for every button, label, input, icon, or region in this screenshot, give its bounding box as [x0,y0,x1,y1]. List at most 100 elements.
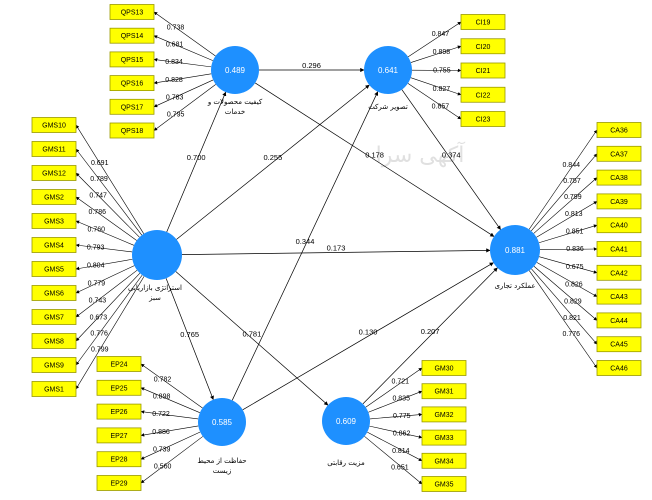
indicator-gm31: GM31 [421,383,467,400]
indicator-box [31,261,77,277]
indicator-label: GMS5 [44,267,64,274]
loading-value: 0.776 [90,331,108,338]
path-coefficient: 0.130 [359,327,378,336]
indicator-box [596,145,642,162]
path-coefficient: 0.374 [442,151,461,160]
loading-value: 0.847 [432,31,450,38]
indicator-gm35: GM35 [421,476,467,492]
indicator-box [421,476,467,492]
loading-line [75,274,143,366]
loading-line [368,390,423,413]
latent-name: مزیت رقابتی [327,459,365,467]
path-ep-ci [231,91,379,401]
indicator-ci23: CI23 [460,111,506,127]
indicator-ca39: CA39 [596,193,642,210]
loading-line [140,363,203,409]
loading-line [536,262,598,297]
loading-line [529,270,598,369]
loading-line [539,256,598,274]
loading-value: 0.821 [563,315,581,322]
loading-value: 0.722 [152,411,170,418]
loading-value: 0.813 [565,211,583,218]
indicator-label: GMS8 [44,339,64,346]
latent-name: تصویر شرکت [368,103,408,111]
loading-value: 0.651 [391,464,409,471]
indicator-gms9: GMS9 [31,357,77,373]
r-squared-value: 0.641 [378,66,399,75]
indicator-box [31,357,77,373]
indicator-ca42: CA42 [596,264,642,281]
loading-value: 0.857 [432,104,450,111]
loading-value: 0.898 [153,394,171,401]
indicator-ca45: CA45 [596,336,642,353]
loading-line [533,177,598,234]
loading-value: 0.755 [433,67,451,74]
indicator-gm33: GM33 [421,429,467,446]
path-ci-ca [401,89,501,230]
path-coefficient: 0.781 [242,329,261,338]
loading-line [531,268,598,345]
indicator-label: CA40 [610,223,628,230]
indicator-label: CI22 [476,92,491,99]
indicator-gm34: GM34 [421,452,467,469]
loading-line [153,79,214,108]
indicator-ci20: CI20 [460,38,506,55]
loading-line [533,266,598,321]
indicator-box [31,117,77,133]
indicator-gms8: GMS8 [31,333,77,349]
path-coefficient: 0.765 [180,330,199,339]
latent-name: کیفیت محصولات و [207,98,263,106]
loading-line [538,224,598,244]
indicator-box [96,403,142,420]
loading-line [153,84,216,131]
indicator-label: CA43 [610,294,628,301]
loading-value: 0.673 [90,314,108,321]
indicator-gms10: GMS10 [31,117,77,133]
loading-value: 0.799 [564,194,582,201]
latent-name: زیست [213,467,231,475]
loading-line [539,247,598,251]
loading-value: 0.799 [91,347,109,354]
loading-value: 0.835 [392,396,410,403]
indicator-label: CA42 [610,270,628,277]
path-coefficient: 0.255 [263,153,282,162]
indicator-box [31,165,77,181]
loading-line [365,367,423,408]
r-squared-value: 0.585 [212,418,233,427]
indicator-box [31,189,77,205]
indicator-box [31,309,77,325]
indicator-label: GM33 [434,435,453,442]
indicator-box [460,111,506,127]
indicator-label: CA36 [610,128,628,135]
r-squared-value: 0.609 [336,417,357,426]
latent-circle [322,397,370,445]
loading-line [140,436,204,484]
latent-name: عملکرد تجاری [494,282,535,290]
indicator-label: CA38 [610,175,628,182]
indicator-box [596,241,642,257]
indicator-box [596,193,642,210]
indicator-label: GMS9 [44,363,64,370]
path-gms-ci [176,84,370,240]
path-gm-ca [362,267,498,405]
loading-line [75,272,141,342]
indicator-ep26: EP26 [96,403,142,420]
indicator-box [31,213,77,229]
r-squared-value: 0.489 [225,66,246,75]
indicator-box [109,51,155,68]
indicator-label: CI21 [476,68,491,75]
loading-value: 0.779 [88,280,106,287]
indicator-label: QPS15 [121,57,144,64]
indicator-ep29: EP29 [96,475,142,491]
path-coefficient: 0.178 [365,151,384,160]
loading-value: 0.783 [166,94,184,101]
indicator-label: CI23 [476,117,491,124]
loading-line [140,410,199,420]
loading-value: 0.789 [90,176,108,183]
loading-line [530,153,598,232]
loading-line [75,265,135,294]
loading-line [75,124,145,234]
indicator-label: EP25 [110,385,127,392]
path-gms-ca [181,248,491,256]
indicator-label: GM34 [434,458,453,465]
